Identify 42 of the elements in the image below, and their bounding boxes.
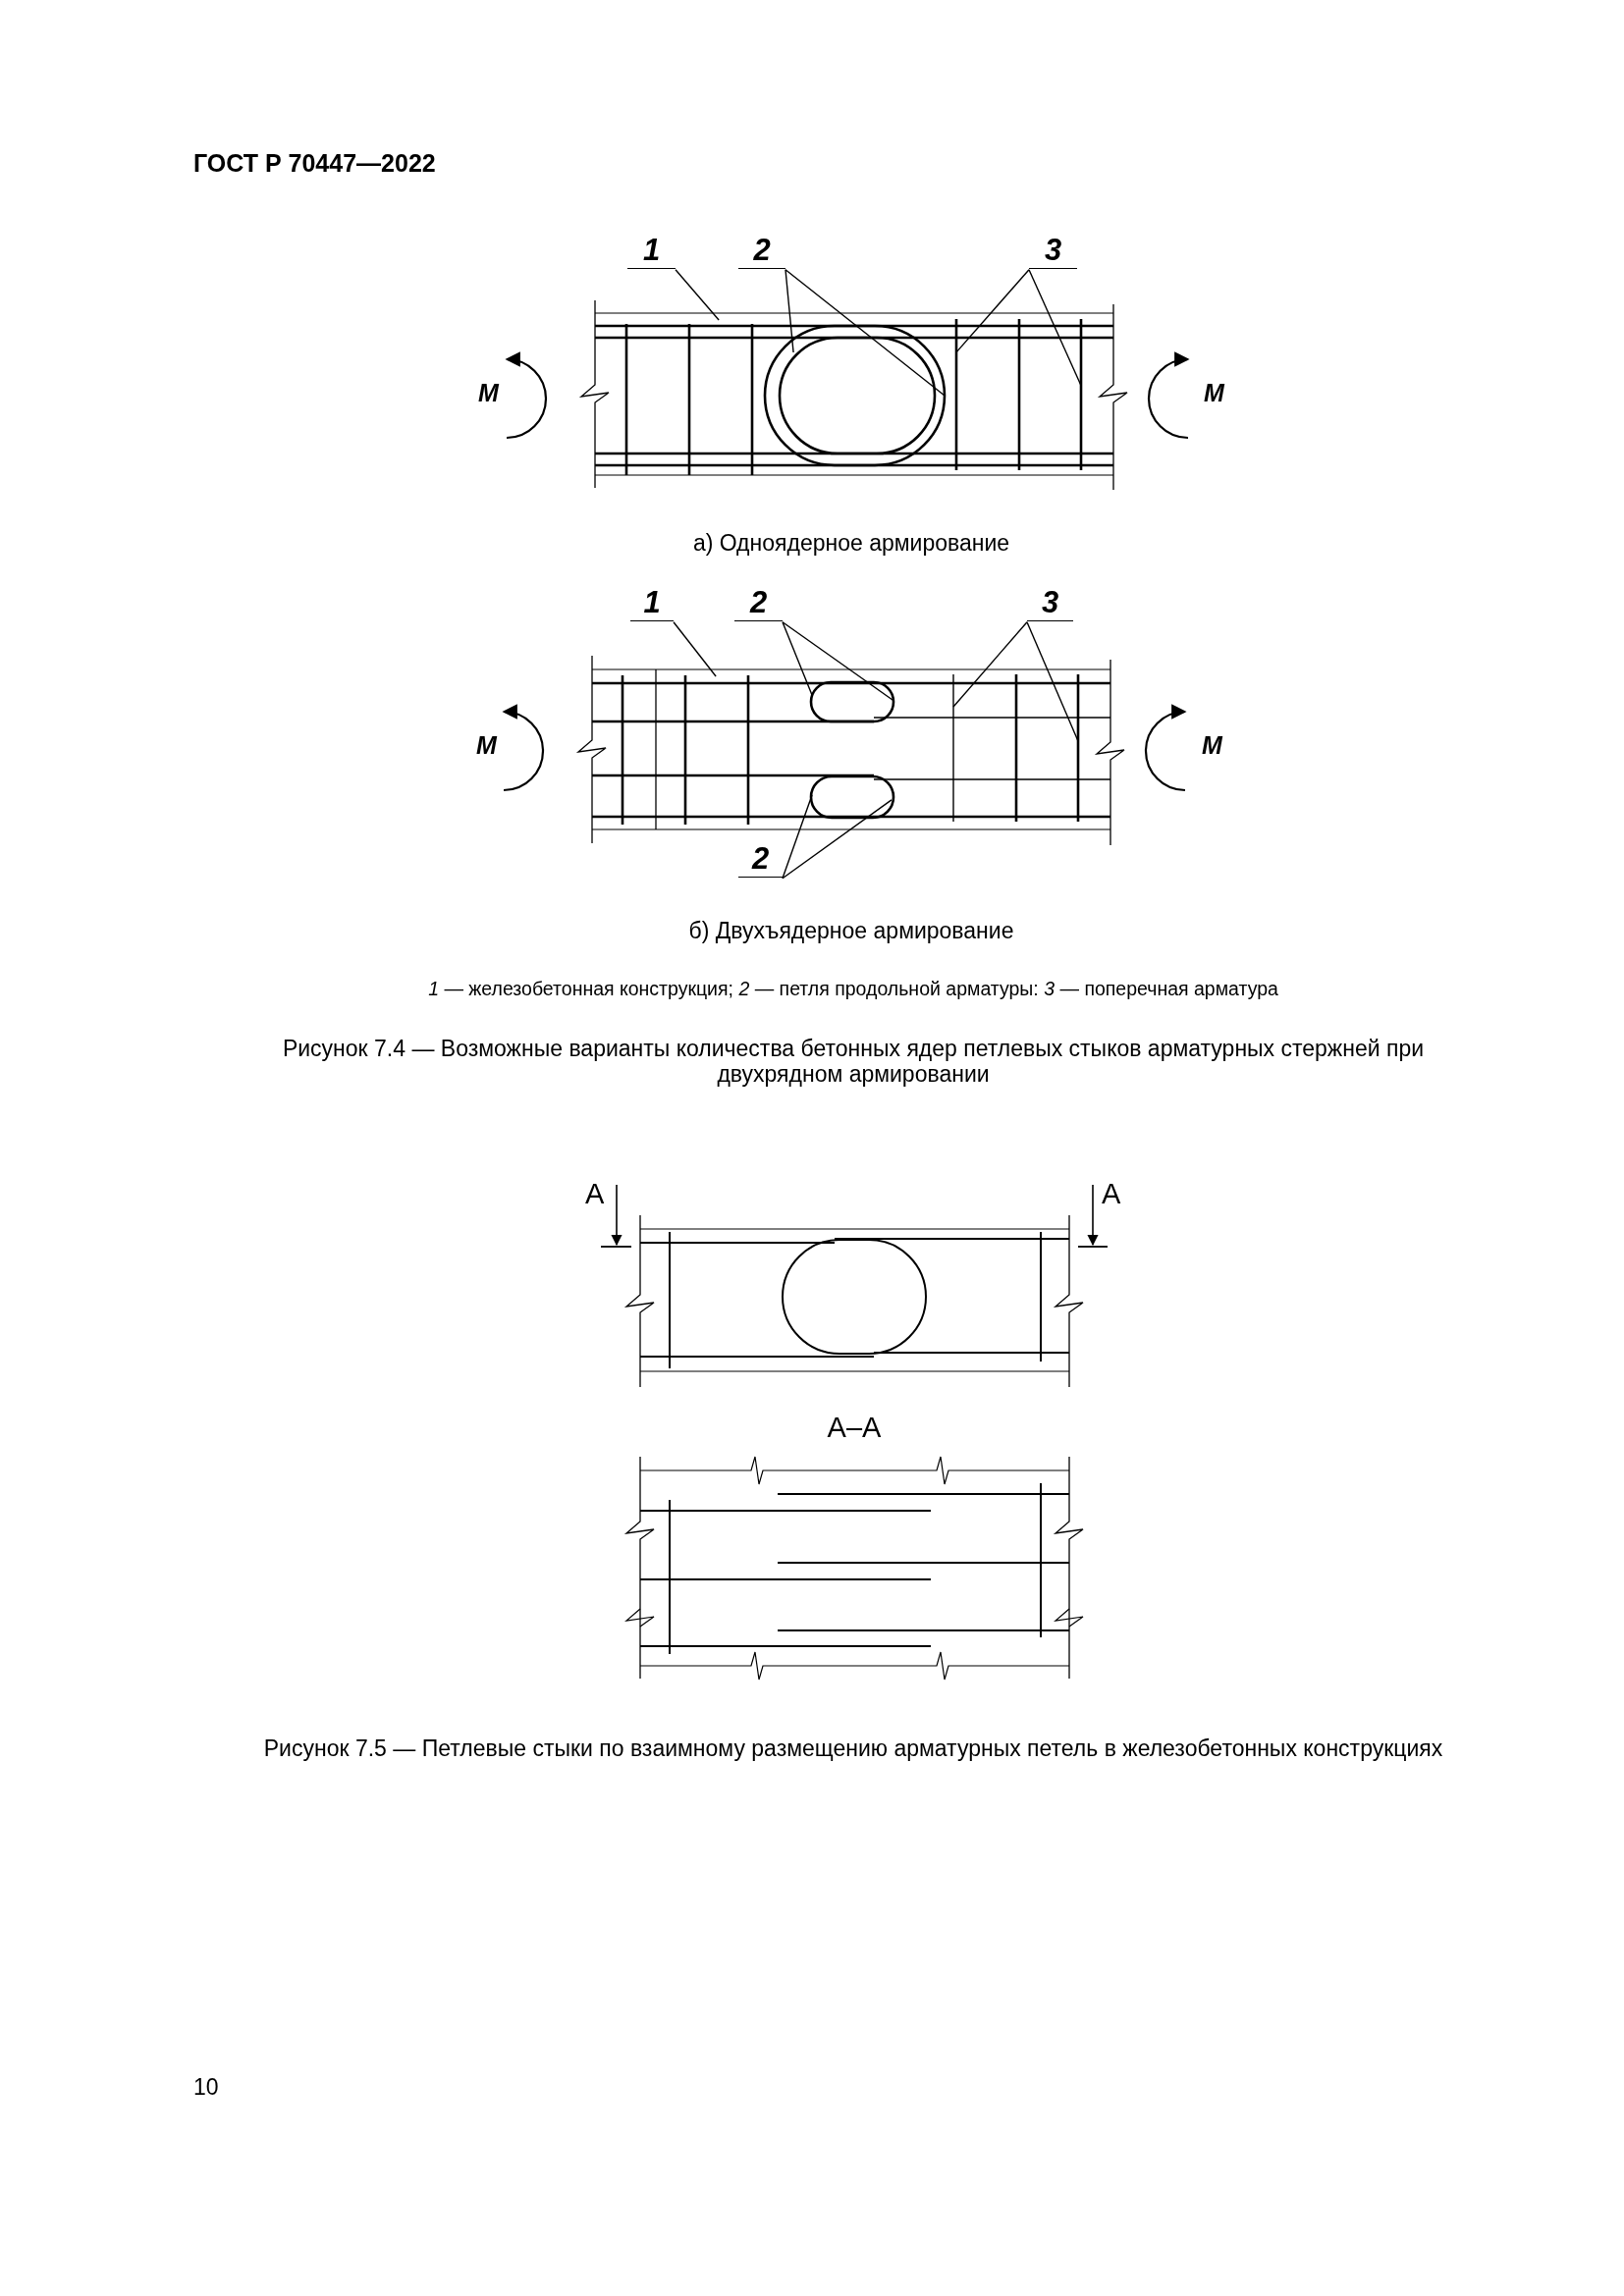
rebar-loop <box>809 680 895 723</box>
rebar-loop <box>778 336 937 455</box>
figure-subcaption: а) Одноядерное армирование <box>692 530 1010 557</box>
transverse-bar <box>954 319 958 470</box>
document-header: ГОСТ Р 70447—2022 <box>193 149 436 178</box>
beam-drawing <box>575 655 1125 846</box>
callout-number: 2 <box>738 233 785 269</box>
moment-label: М <box>1202 731 1222 760</box>
leader-line <box>782 799 893 880</box>
callout-number: 2 <box>734 585 783 621</box>
leader-line <box>785 269 946 397</box>
leader-line <box>1028 269 1082 387</box>
section-title: А–А <box>827 1412 882 1445</box>
figure-subcaption: б) Двухъядерное армирование <box>688 918 1014 944</box>
leader-line <box>782 621 813 696</box>
leader-line <box>782 794 813 880</box>
leader-line <box>955 269 1030 353</box>
moment-label: М <box>478 379 499 407</box>
figure-caption: Рисунок 7.5 — Петлевые стыки по взаимному размещению арматурных петель в железобетонных конструкциях <box>263 1735 1443 1762</box>
page-number: 10 <box>193 2074 219 2101</box>
leader-line <box>952 621 1028 708</box>
callout-number: 3 <box>1029 233 1077 269</box>
transverse-bar <box>1079 319 1083 470</box>
section-label: А <box>585 1178 605 1211</box>
leader-line <box>785 269 794 353</box>
legend-text: 1 — железобетонная конструкция; 2 — петля продольной арматуры: 3 — поперечная арматура <box>428 978 1278 1000</box>
section-label: А <box>1102 1178 1121 1211</box>
leader-line <box>782 621 893 701</box>
rebar-loop <box>763 324 947 467</box>
figure-caption: Рисунок 7.4 — Возможные варианты количества бетонных ядер петлевых стыков арматурных стержней при двухрядном армировании <box>281 1036 1426 1088</box>
callout-number: 1 <box>630 585 674 621</box>
callout-number: 1 <box>627 233 676 269</box>
leader-line <box>675 269 720 321</box>
beam-drawing <box>578 299 1128 491</box>
callout-number: 3 <box>1027 585 1073 621</box>
leader-line <box>1026 621 1079 742</box>
leader-line <box>673 621 717 677</box>
transverse-bar <box>1076 674 1080 822</box>
moment-label: М <box>1204 379 1224 407</box>
moment-label: М <box>476 731 497 760</box>
rebar-loop <box>809 774 895 820</box>
callout-number: 2 <box>738 841 783 878</box>
